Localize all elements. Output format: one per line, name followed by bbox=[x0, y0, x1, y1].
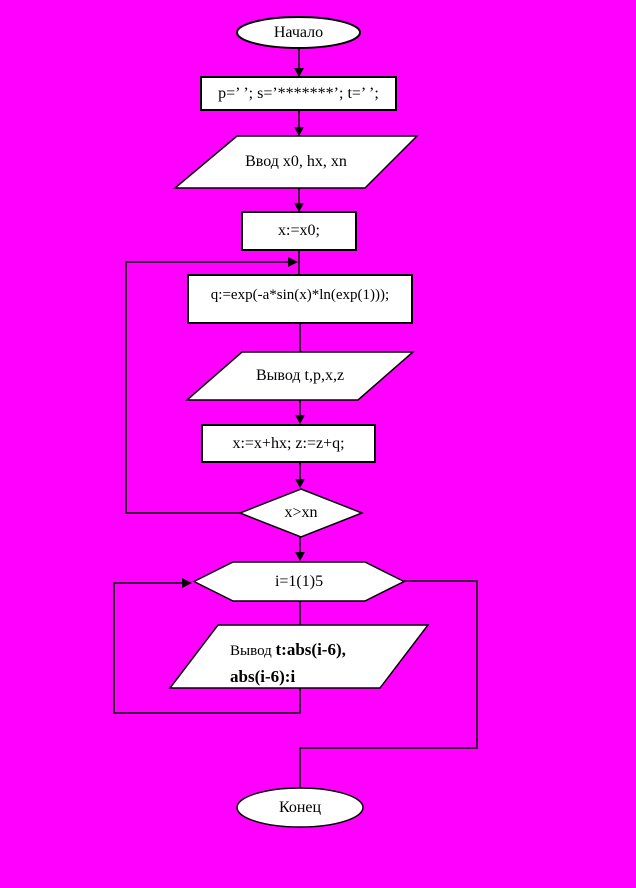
input-parallelogram-shape bbox=[172, 135, 419, 189]
loop-label: i=1(1)5 bbox=[274, 572, 324, 590]
input-label: Ввод x0, hx, xn bbox=[245, 153, 347, 171]
start-label: Начало bbox=[273, 23, 324, 41]
output2-label-line2: abs(i-6):i bbox=[230, 667, 296, 686]
output1-label: Вывод t,p,x,z bbox=[255, 367, 345, 385]
init-label: p=’ ’; s=’*******’; t=’ ’; bbox=[218, 84, 379, 102]
output2-label-prefix: Вывод bbox=[230, 643, 276, 659]
step-label: x:=x+hx; z:=z+q; bbox=[232, 434, 345, 452]
output2-label-line1: t:abs(i-6), bbox=[275, 640, 346, 659]
edge-cond-loopback bbox=[125, 261, 288, 514]
arrowhead-into-init bbox=[294, 68, 304, 77]
end-label: Конец bbox=[278, 798, 322, 816]
arrowhead-into-cond bbox=[295, 479, 305, 488]
arrowhead-into-loop-left bbox=[182, 578, 192, 588]
cond-decision-shape bbox=[237, 488, 365, 538]
start-terminator-shape bbox=[236, 16, 361, 49]
init-process-shape bbox=[200, 76, 397, 111]
cond-label: x>xn bbox=[284, 504, 318, 522]
output2-label: Вывод t:abs(i-6), abs(i-6):i bbox=[230, 637, 422, 690]
arrowhead-into-loop bbox=[295, 552, 305, 561]
arrowhead-into-input bbox=[294, 127, 304, 136]
arrowhead-into-step bbox=[295, 415, 305, 424]
calcq-process-shape bbox=[187, 274, 413, 324]
arrowhead-into-setx bbox=[294, 203, 304, 212]
arrowhead-loopback-junction bbox=[288, 257, 298, 267]
output2-parallelogram-shape bbox=[168, 624, 430, 689]
end-terminator-shape bbox=[236, 787, 364, 828]
setx-label: x:=x0; bbox=[278, 222, 320, 240]
loop-hexagon-shape bbox=[192, 561, 406, 602]
step-process-shape bbox=[201, 424, 376, 463]
setx-process-shape bbox=[241, 211, 357, 251]
output1-parallelogram-shape bbox=[185, 351, 415, 401]
edge-loop-end bbox=[299, 580, 478, 788]
edge-output2-loopback bbox=[113, 582, 301, 714]
calcq-label: q:=exp(-a*sin(x)*ln(exp(1))); bbox=[210, 286, 390, 303]
